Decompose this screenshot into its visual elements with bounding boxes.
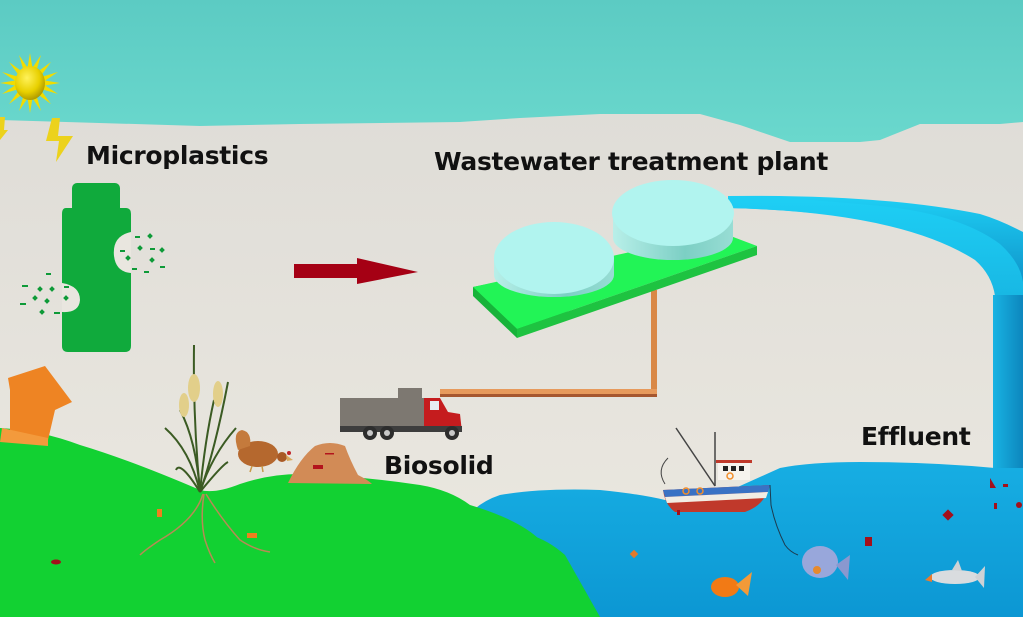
flow-arrow [294, 258, 418, 284]
effluent-label: Effluent [861, 422, 971, 451]
biosolid-pile [288, 443, 372, 484]
sludge-pipe [440, 290, 657, 397]
treatment-tanks [494, 180, 734, 297]
shark-icon [925, 560, 985, 588]
biosolid-label: Biosolid [384, 451, 494, 480]
plastic-bottle-icon [20, 183, 165, 352]
microplastic-particles [51, 478, 1022, 565]
goldfish-icon [711, 572, 752, 597]
effluent-pipe [728, 195, 1023, 473]
sun-icon [0, 53, 60, 113]
water-body [430, 462, 1023, 617]
dump-truck-icon [340, 388, 462, 440]
land [0, 428, 600, 617]
fishing-line [769, 484, 799, 556]
cattail-plant-icon [139, 344, 271, 564]
sky [0, 0, 1023, 142]
fish-icon [802, 546, 850, 580]
wastewater-treatment-plant-label: Wastewater treatment plant [434, 147, 829, 176]
plant-roots [139, 493, 271, 564]
lightning-icon [0, 117, 73, 162]
fishing-boat-icon [660, 427, 770, 512]
house-icon [0, 366, 72, 446]
microplastics-label: Microplastics [86, 141, 269, 170]
chicken-icon [235, 430, 293, 473]
